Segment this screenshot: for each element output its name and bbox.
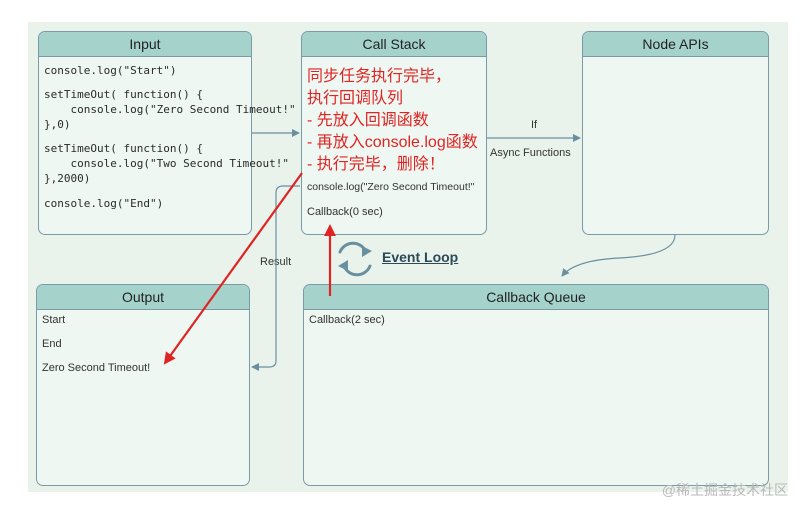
annotation-line-5: - 执行完毕，删除！ — [307, 156, 445, 173]
output-box: Output — [36, 284, 250, 486]
result-arrow — [251, 185, 300, 371]
call-stack-item-callback: Callback(0 sec) — [307, 206, 383, 218]
watermark: @稀土掘金技术社区 — [661, 482, 788, 498]
async-functions-label: Async Functions — [490, 147, 571, 159]
node-apis-box: Node APIs — [582, 31, 769, 235]
input-box-title: Input — [39, 32, 251, 57]
output-line-start: Start — [42, 314, 66, 326]
annotation-line-1: 同步任务执行完毕， — [307, 68, 452, 85]
event-loop-label: Event Loop — [382, 249, 459, 265]
output-line-end: End — [42, 338, 62, 350]
red-arrow-to-output — [163, 172, 303, 365]
input-code-block-2: setTimeOut( function() { console.log("Ze… — [44, 88, 296, 131]
input-code-block-4: console.log("End") — [44, 197, 164, 210]
callback-queue-box: Callback Queue — [303, 284, 769, 486]
output-line-zero-timeout: Zero Second Timeout! — [42, 362, 151, 374]
annotation-line-2: 执行回调队列 — [307, 90, 404, 107]
nodeapis-to-queue-arrow — [561, 234, 676, 277]
node-apis-box-title: Node APIs — [583, 32, 768, 57]
if-label: If — [531, 119, 538, 131]
output-box-title: Output — [37, 285, 249, 310]
callback-queue-box-title: Callback Queue — [304, 285, 768, 310]
input-code-block-1: console.log("Start") — [44, 64, 177, 77]
red-annotation: 同步任务执行完毕， 执行回调队列 - 先放入回调函数 - 再放入console.… — [307, 66, 478, 176]
call-stack-box-title: Call Stack — [302, 32, 486, 57]
input-code-block-3: setTimeOut( function() { console.log("Tw… — [44, 142, 290, 185]
call-stack-item-console-log: console.log("Zero Second Timeout!" — [307, 181, 475, 193]
annotation-line-3: - 先放入回调函数 — [307, 112, 429, 129]
annotation-line-4: - 再放入console.log函数 — [307, 134, 478, 151]
call-stack-box: Call Stack — [301, 31, 487, 235]
callback-queue-item: Callback(2 sec) — [309, 314, 385, 326]
input-box: Input — [38, 31, 252, 235]
